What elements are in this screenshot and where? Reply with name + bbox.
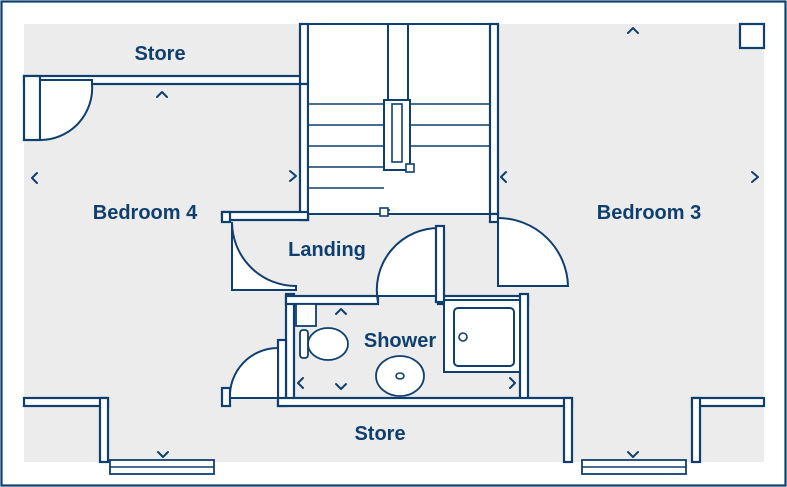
chevron-right-icon xyxy=(509,377,516,389)
bedroom4-walls xyxy=(22,82,310,464)
chevron-left-icon xyxy=(297,377,304,389)
landing-door-left xyxy=(231,221,297,291)
room-label-store-bottom: Store xyxy=(354,423,405,445)
windows xyxy=(109,459,687,475)
room-label-landing: Landing xyxy=(288,239,366,261)
staircase xyxy=(307,22,500,217)
chevron-up-icon xyxy=(156,91,168,98)
chevron-up-icon xyxy=(335,308,347,315)
dimension-chevrons xyxy=(31,27,759,458)
chevron-up-icon xyxy=(627,27,639,34)
store-bottom-walls xyxy=(228,338,574,464)
shower-room xyxy=(284,292,530,402)
room-label-bedroom-3: Bedroom 3 xyxy=(597,202,701,224)
chevron-down-icon xyxy=(627,451,639,458)
bedroom3-door xyxy=(488,212,570,287)
bedroom4-closet-door xyxy=(22,74,94,142)
room-label-shower: Shower xyxy=(364,330,436,352)
room-label-store-top: Store xyxy=(134,43,185,65)
chevron-left-icon xyxy=(31,172,38,184)
chevron-right-icon xyxy=(289,170,297,182)
room-label-bedroom-4: Bedroom 4 xyxy=(93,202,198,224)
chevron-down-icon xyxy=(157,451,169,458)
chevron-right-icon xyxy=(751,171,759,183)
chevron-left-icon xyxy=(500,171,507,183)
shower-door xyxy=(375,224,446,304)
chevron-down-icon xyxy=(335,383,347,390)
bedroom3-walls xyxy=(690,22,766,464)
